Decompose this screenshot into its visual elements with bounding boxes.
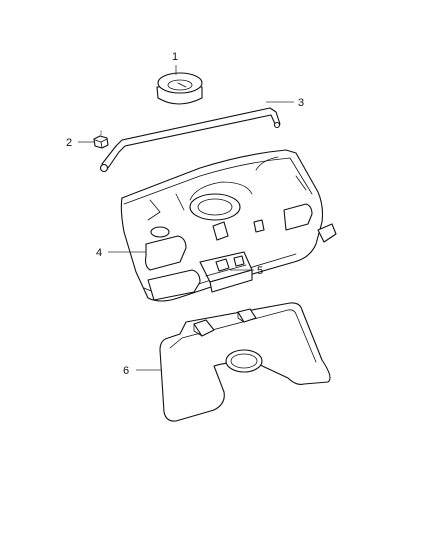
callout-6: 6 bbox=[123, 365, 129, 377]
callout-1: 1 bbox=[172, 51, 178, 63]
fuel-tank bbox=[120, 149, 337, 302]
fuel-tank-strap bbox=[99, 107, 281, 173]
callout-4: 4 bbox=[96, 247, 102, 259]
callout-3: 3 bbox=[298, 97, 304, 109]
fuel-pump-lock-ring bbox=[156, 72, 203, 105]
heat-shield bbox=[159, 302, 331, 422]
strap-nut bbox=[93, 130, 109, 149]
callout-5: 5 bbox=[257, 265, 263, 277]
callout-2: 2 bbox=[66, 137, 72, 149]
leader-lines bbox=[78, 65, 294, 371]
callout-labels: 1 2 3 4 5 6 bbox=[66, 51, 304, 377]
